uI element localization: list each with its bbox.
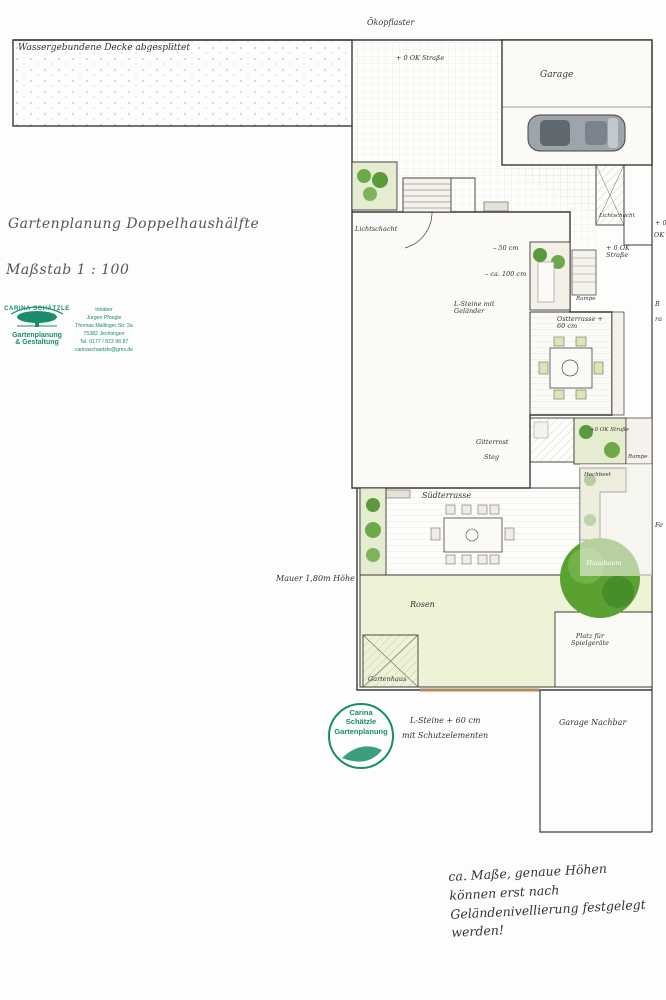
logo-tree-icon — [10, 306, 64, 327]
label-level-right: + 0 OK Straße — [606, 244, 630, 260]
company-logo: CARINA SCHÄTZLE Gartenplanung & Gestaltu… — [4, 306, 70, 346]
label-rampe-top: Rampe — [576, 296, 596, 302]
east-table — [538, 336, 604, 400]
label-mauer: Mauer 1,80m Höhe — [276, 574, 355, 583]
logo-name: CARINA SCHÄTZLE — [4, 306, 70, 312]
contact-street: Thomas Mallinger Str. 2a — [75, 323, 133, 330]
label-level-k: + 0 — [655, 219, 666, 227]
planter-top — [351, 161, 398, 211]
contact-block: Inhaber Jürgen Pfoegle Thomas Mallinger … — [72, 306, 136, 354]
stamp — [328, 703, 394, 769]
contact-email: carinaschaetzle@gmx.de — [74, 347, 134, 354]
car-icon — [527, 114, 626, 152]
label-ostterrasse: Ostterrasse + 60 cm — [557, 315, 603, 331]
garden-boundary — [356, 488, 652, 691]
label-minus50: – 50 cm — [493, 244, 519, 252]
planter-ostrasse — [573, 417, 627, 465]
label-level-k2: OK — [654, 231, 665, 239]
stamp-line-3: Gartenplanung — [334, 726, 388, 736]
label-garage-nachbar: Garage Nachbar — [559, 718, 627, 727]
label-l-steine: L-Steine + 60 cm — [410, 716, 481, 725]
label-hochbeet: Hochbeet — [584, 472, 611, 478]
contact-city: 75382 Jechtingen — [83, 331, 125, 338]
grate — [483, 201, 509, 212]
stamp-text: Carina Schätzle Gartenplanung — [333, 708, 389, 736]
page-title: Gartenplanung Doppelhaushälfte — [8, 216, 260, 232]
label-garage: Garage — [540, 70, 574, 80]
label-suedterrasse: Südterrasse — [422, 491, 472, 500]
label-ok-strasse: +0 OK Straße — [590, 427, 630, 433]
note: ca. Maße, genaue Höhen können erst nach … — [448, 860, 647, 941]
stamp-line-2: Schätzle — [345, 717, 377, 727]
south-table — [430, 504, 515, 565]
logo-subtitle-1: Gartenplanung — [12, 332, 62, 339]
label-edge-b: B — [655, 300, 660, 308]
label-lichtschacht-right: Lichtschacht — [599, 213, 635, 219]
gravel-deck — [12, 39, 353, 127]
label-edge-fe: Fe — [655, 521, 664, 529]
label-steine-gelaender: L-Steine mit Geländer — [454, 300, 495, 316]
label-deck: Wassergebundene Decke abgesplittet — [18, 43, 190, 53]
neighbour-garage — [539, 690, 652, 833]
label-pflaster: Ökopflaster — [367, 18, 415, 27]
label-schutz: mit Schutzelementen — [402, 731, 489, 740]
door-swing — [395, 211, 433, 249]
scale-label: Maßstab 1 : 100 — [6, 262, 130, 278]
label-gartenhaus: Gartenhaus — [368, 675, 407, 683]
play-area — [554, 611, 653, 688]
label-edge-ra: ra — [655, 315, 662, 323]
label-rampe-bottom: Rampe — [628, 454, 648, 460]
logo-subtitle-2: & Gestaltung — [15, 339, 59, 346]
label-hausbaum: Hausbaum — [586, 559, 622, 567]
contact-phone: Tel. 0177 / 823 98 87 — [79, 339, 129, 346]
label-gitterrost: Gitterrost — [476, 438, 509, 446]
stamp-line-1: Carina — [349, 708, 373, 717]
label-minus100: – ca. 100 cm — [485, 270, 527, 278]
label-steg: Steg — [484, 453, 500, 461]
contact-label: Inhaber — [95, 307, 113, 313]
label-platz: Platz für Spielgeräte — [570, 632, 610, 648]
label-level-street: + 0 OK Straße — [396, 54, 445, 62]
label-rosen: Rosen — [410, 600, 435, 609]
stairs — [402, 177, 476, 213]
label-lichtschacht-left: Lichtschacht — [355, 225, 398, 233]
contact-owner: Jürgen Pfoegle — [86, 315, 122, 322]
